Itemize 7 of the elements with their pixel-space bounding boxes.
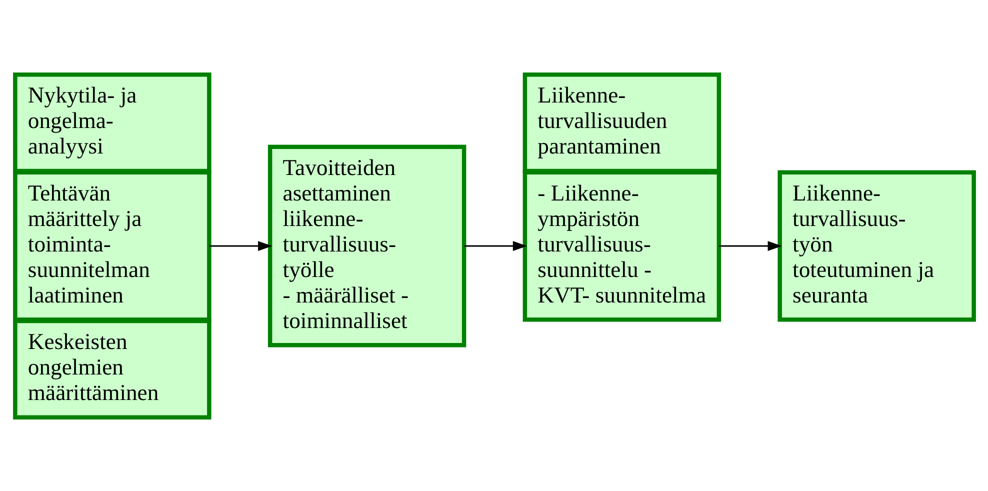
node-box: Liikenne- turvallisuuden parantaminen [522, 72, 721, 173]
arrow [208, 240, 272, 250]
arrow [464, 240, 527, 250]
arrow [718, 240, 782, 250]
node-box: Liikenne- turvallisuus- työn toteutuminen ja seuranta [777, 170, 976, 322]
node-box: Nykytila- ja ongelma- analyysi [12, 72, 211, 173]
node-box: Tavoitteiden asettaminen liikenne- turvallisuus- työlle - määrälliset - toiminnalliset [267, 144, 466, 347]
